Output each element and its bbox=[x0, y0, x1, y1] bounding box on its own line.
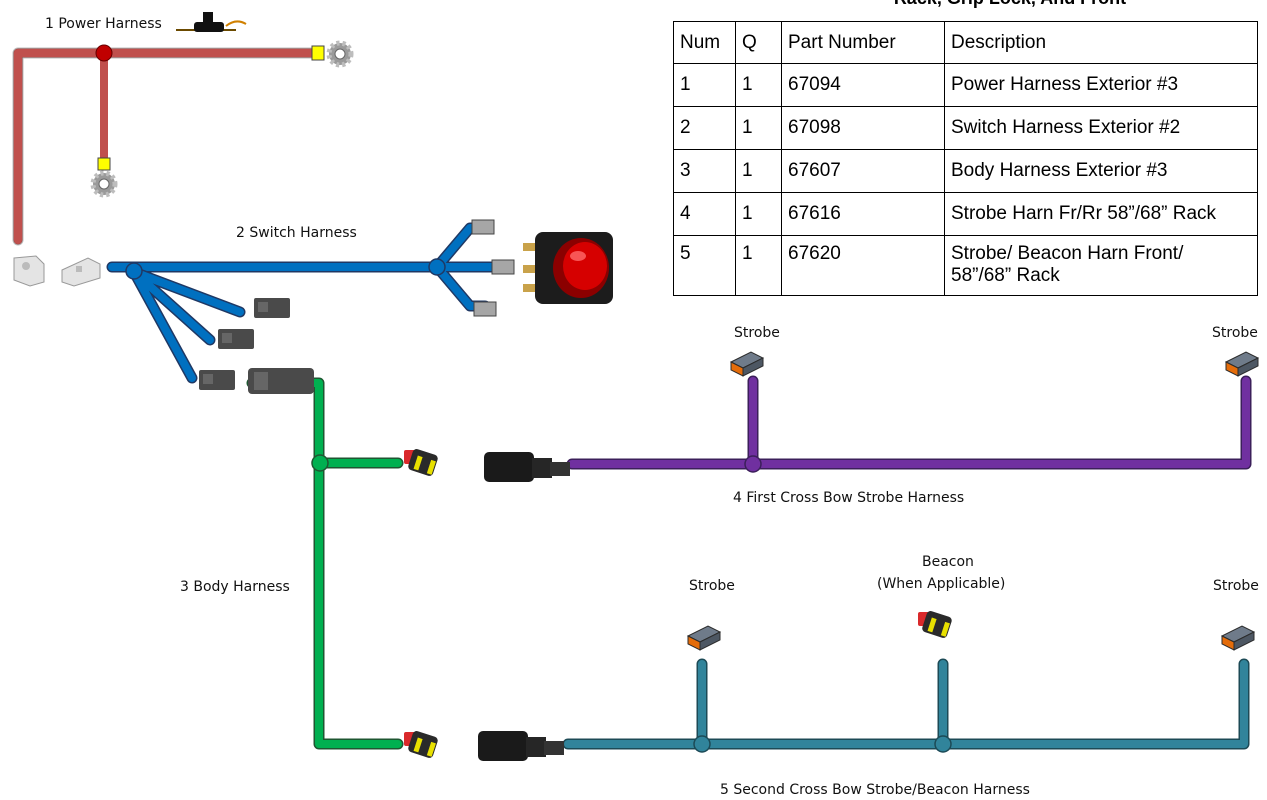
strobe-plug-icon bbox=[687, 625, 721, 651]
cell-num: 3 bbox=[673, 149, 736, 193]
cell-q: 1 bbox=[735, 149, 782, 193]
cell-part-number: 67607 bbox=[781, 149, 945, 193]
male-connector-icon bbox=[478, 731, 564, 761]
column-header-num: Num bbox=[673, 21, 736, 64]
cell-num: 2 bbox=[673, 106, 736, 150]
body-harness-label: 3 Body Harness bbox=[180, 579, 290, 595]
table-row: 2 1 67098 Switch Harness Exterior #2 bbox=[673, 106, 1258, 150]
male-connector-icon bbox=[484, 452, 570, 482]
cell-description: Body Harness Exterior #3 bbox=[944, 149, 1258, 193]
table-header-row: Num Q Part Number Description bbox=[673, 21, 1258, 64]
rocker-switch-icon bbox=[523, 232, 613, 304]
spade-terminal-icon bbox=[473, 301, 497, 317]
cell-description: Strobe Harn Fr/Rr 58”/68” Rack bbox=[944, 192, 1258, 236]
cell-num: 5 bbox=[673, 235, 736, 296]
strobe-label: Strobe bbox=[1212, 325, 1258, 341]
table-row: 1 1 67094 Power Harness Exterior #3 bbox=[673, 63, 1258, 107]
power-junction-dot bbox=[95, 44, 113, 62]
white-plug-icon bbox=[61, 257, 101, 287]
parts-table: Num Q Part Number Description 1 1 67094 … bbox=[673, 21, 1258, 296]
table-row: 3 1 67607 Body Harness Exterior #3 bbox=[673, 149, 1258, 193]
column-header-description: Description bbox=[944, 21, 1258, 64]
female-connector-icon bbox=[404, 730, 439, 759]
beacon-note-label: (When Applicable) bbox=[877, 576, 1005, 592]
switch-harness-label: 2 Switch Harness bbox=[236, 225, 357, 241]
switch-harness bbox=[106, 219, 613, 390]
ring-terminal-icon bbox=[329, 43, 351, 65]
cell-q: 1 bbox=[735, 63, 782, 107]
second-cross-bow-harness bbox=[478, 610, 1255, 761]
cell-part-number: 67098 bbox=[781, 106, 945, 150]
gray-connector-icon bbox=[218, 329, 254, 349]
cell-part-number: 67616 bbox=[781, 192, 945, 236]
cell-q: 1 bbox=[735, 106, 782, 150]
cell-part-number: 67094 bbox=[781, 63, 945, 107]
ring-terminal-icon bbox=[93, 173, 115, 195]
column-header-part-number: Part Number bbox=[781, 21, 945, 64]
strobe-label: Strobe bbox=[689, 578, 735, 594]
beacon-label: Beacon bbox=[922, 554, 974, 570]
first-cross-bow-label: 4 First Cross Bow Strobe Harness bbox=[733, 490, 964, 506]
beacon-connector-icon bbox=[918, 610, 953, 639]
cell-q: 1 bbox=[735, 235, 782, 296]
description-line: 58”/68” Rack bbox=[951, 265, 1060, 286]
strobe-plug-icon bbox=[1221, 625, 1255, 651]
gray-connector-icon bbox=[254, 298, 290, 318]
cell-num: 1 bbox=[673, 63, 736, 107]
power-harness bbox=[12, 12, 351, 287]
column-header-q: Q bbox=[735, 21, 782, 64]
cell-part-number: 67620 bbox=[781, 235, 945, 296]
strobe-plug-icon bbox=[730, 351, 764, 377]
parts-table-title: Rack, Grip Lock, And Front bbox=[800, 0, 1220, 9]
fuse-holder-icon bbox=[203, 12, 213, 26]
white-plug-icon bbox=[13, 255, 45, 287]
second-cross-bow-label: 5 Second Cross Bow Strobe/Beacon Harness bbox=[720, 782, 1030, 798]
body-harness bbox=[246, 368, 439, 759]
gray-connector-icon bbox=[199, 370, 235, 390]
description-line: Strobe/ Beacon Harn Front/ bbox=[951, 243, 1184, 264]
spade-terminal-icon bbox=[491, 259, 515, 275]
female-connector-icon bbox=[404, 448, 439, 477]
first-cross-bow-harness bbox=[484, 351, 1259, 482]
strobe-plug-icon bbox=[1225, 351, 1259, 377]
cell-description: Switch Harness Exterior #2 bbox=[944, 106, 1258, 150]
strobe-label: Strobe bbox=[734, 325, 780, 341]
cell-description: Power Harness Exterior #3 bbox=[944, 63, 1258, 107]
table-row: 5 1 67620 Strobe/ Beacon Harn Front/ 58”… bbox=[673, 235, 1258, 296]
cell-q: 1 bbox=[735, 192, 782, 236]
spade-terminal-icon bbox=[471, 219, 495, 235]
strobe-label: Strobe bbox=[1213, 578, 1259, 594]
cell-description: Strobe/ Beacon Harn Front/ 58”/68” Rack bbox=[944, 235, 1258, 296]
power-harness-label: 1 Power Harness bbox=[45, 16, 162, 32]
cell-num: 4 bbox=[673, 192, 736, 236]
table-row: 4 1 67616 Strobe Harn Fr/Rr 58”/68” Rack bbox=[673, 192, 1258, 236]
